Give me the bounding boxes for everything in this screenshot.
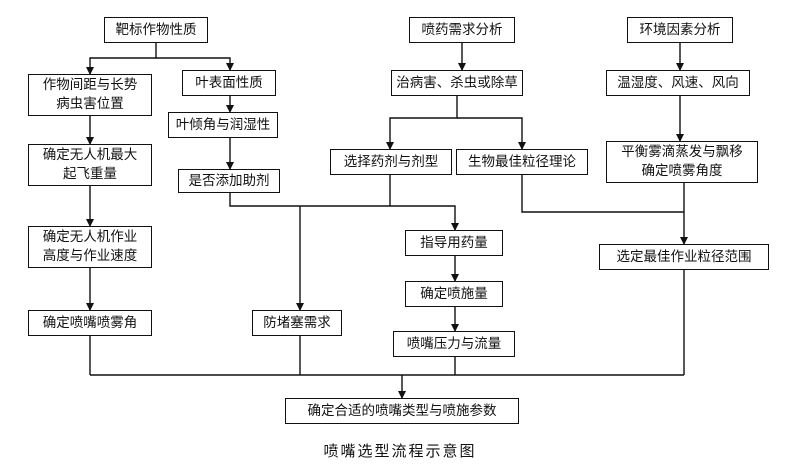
edge-cure-to-select <box>386 96 458 150</box>
node-select-pesticide-formulation: 选择药剂与剂型 <box>330 149 452 175</box>
edge-target-to-leaf-surface <box>156 57 234 71</box>
node-temperature-humidity-wind: 温湿度、风速、风向 <box>606 70 750 96</box>
node-height-and-speed: 确定无人机作业 高度与作业速度 <box>28 226 152 268</box>
node-anti-clog-requirement: 防堵塞需求 <box>252 310 342 336</box>
node-guide-dosage: 指导用药量 <box>405 230 503 256</box>
edge-cure-to-bio <box>457 117 526 150</box>
node-leaf-angle-wettability: 叶倾角与润湿性 <box>168 112 278 138</box>
node-nozzle-spray-angle: 确定喷嘴喷雾角 <box>28 310 152 336</box>
node-balance-evaporation-drift: 平衡雾滴蒸发与飘移 确定喷雾角度 <box>606 141 758 183</box>
node-nozzle-pressure-flow: 喷嘴压力与流量 <box>393 331 515 357</box>
node-target-crop-properties: 靶标作物性质 <box>104 17 208 43</box>
node-crop-spacing-pest-position: 作物间距与长势 病虫害位置 <box>28 74 152 116</box>
node-max-takeoff-weight: 确定无人机最大 起飞重量 <box>28 144 152 186</box>
node-determine-spray-amount: 确定喷施量 <box>405 281 503 307</box>
node-environment-factors: 环境因素分析 <box>627 17 733 43</box>
edge-bio-to-range <box>521 175 684 213</box>
edge-additive-to-dosage <box>229 193 459 231</box>
edge-target-to-spacing <box>86 43 157 75</box>
node-biological-optimal-particle-theory: 生物最佳粒径理论 <box>456 149 588 175</box>
figure-caption: 喷嘴选型流程示意图 <box>323 442 477 460</box>
node-spray-needs-analysis: 喷药需求分析 <box>409 17 515 43</box>
node-treat-disease-pest-weed: 治病害、杀虫或除草 <box>391 70 523 96</box>
node-select-particle-range: 选定最佳作业粒径范围 <box>599 244 769 270</box>
node-leaf-surface-properties: 叶表面性质 <box>182 70 276 96</box>
node-whether-add-adjuvant: 是否添加助剂 <box>178 169 280 193</box>
node-final-nozzle-type-parameters: 确定合适的喷嘴类型与喷施参数 <box>285 398 519 424</box>
